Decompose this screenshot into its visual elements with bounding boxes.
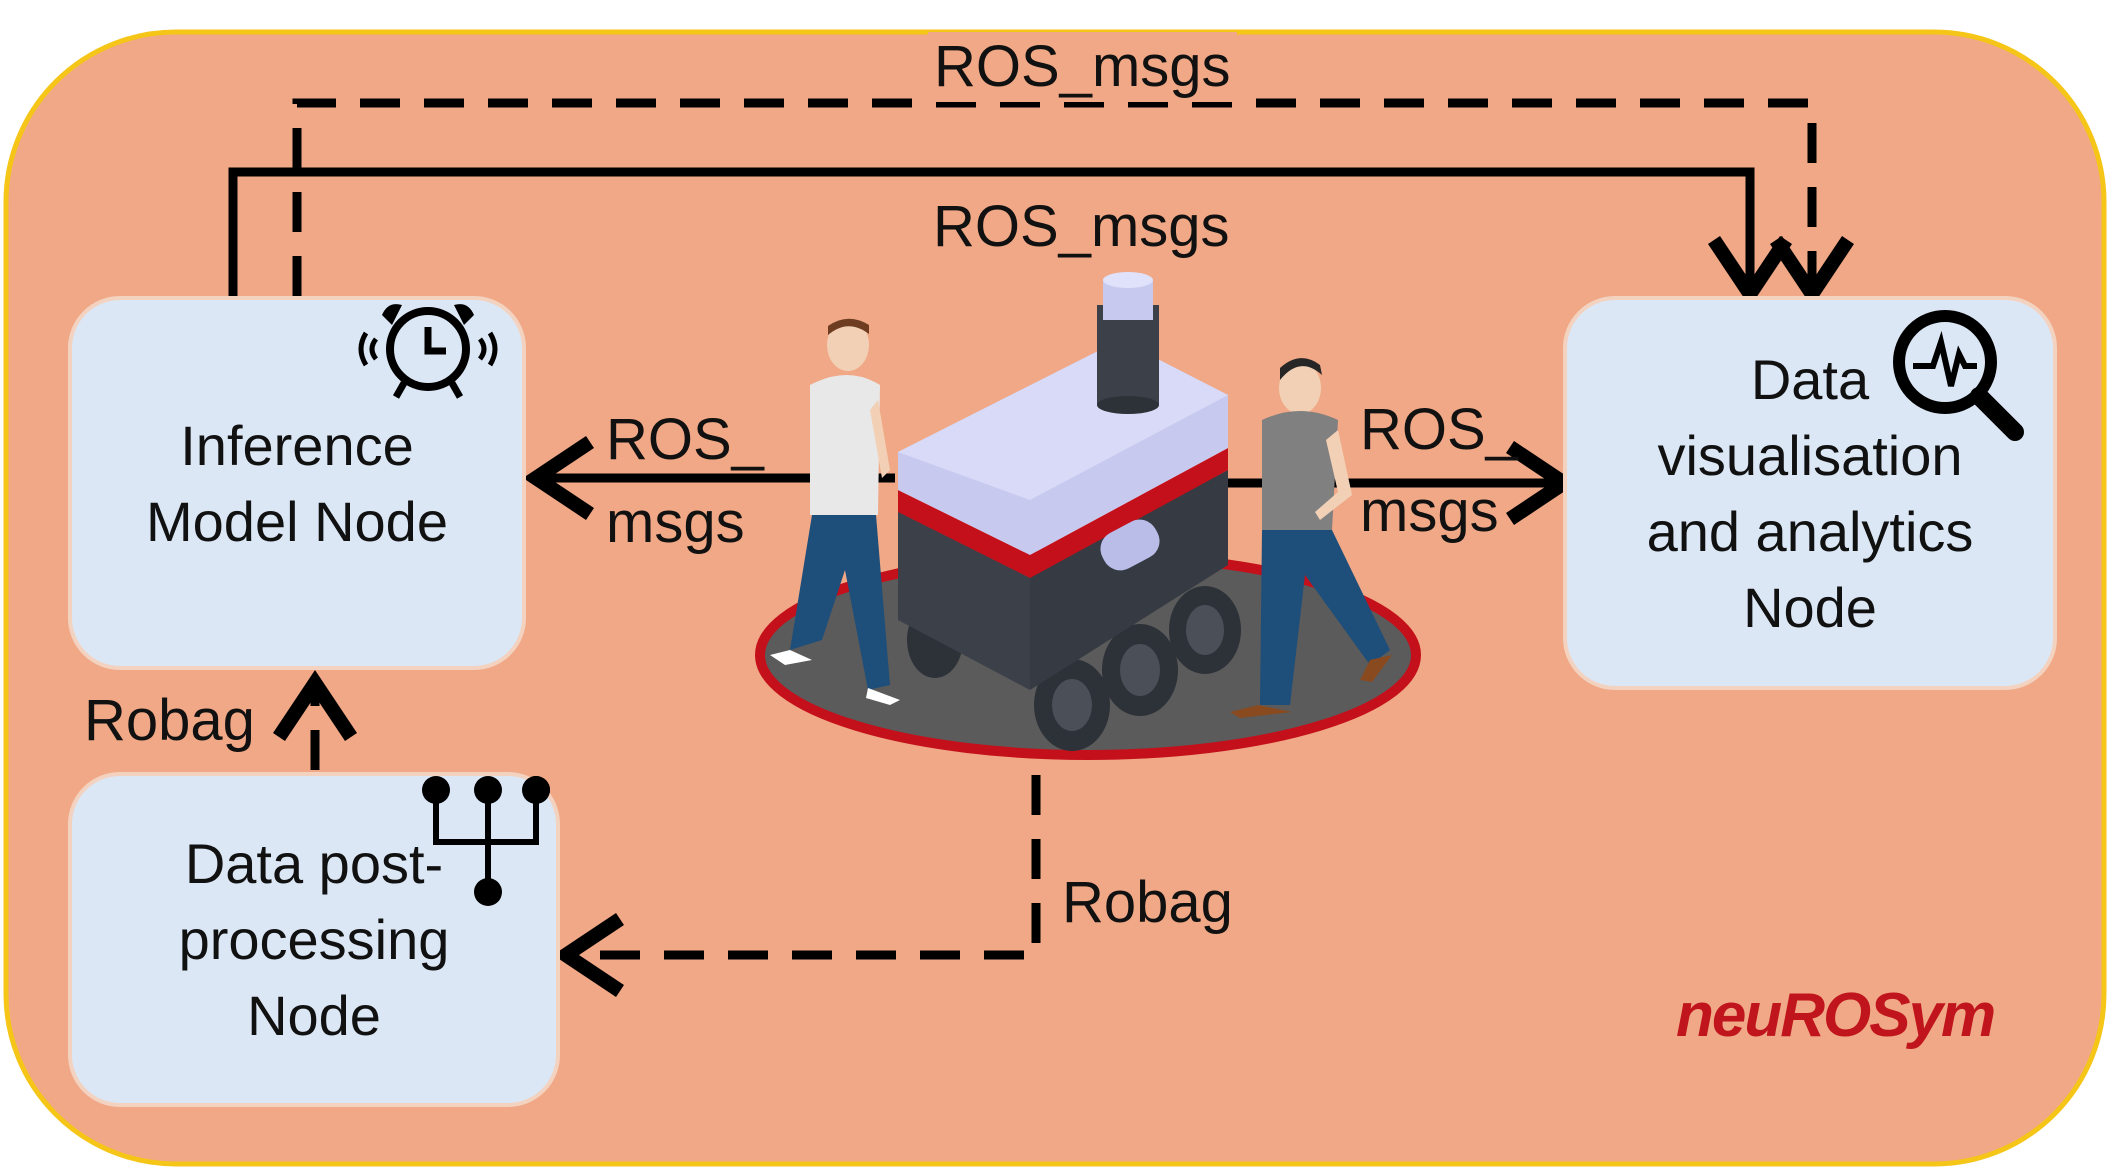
label-to-visualisation-1: ROS_	[1360, 397, 1518, 462]
visualisation-node-line1: Data	[1750, 348, 1870, 411]
visualisation-node-line4: Node	[1743, 576, 1877, 639]
neurosym-logo-text: neuROSym	[1676, 981, 1996, 1050]
postprocessing-node-label: Data post- processing Node	[68, 826, 560, 1054]
visualisation-node-line3: and analytics	[1646, 500, 1974, 563]
robot-body-side	[1030, 470, 1228, 690]
visualisation-node-label: Data visualisation and analytics Node	[1563, 342, 2057, 646]
label-to-visualisation-2: msgs	[1360, 479, 1499, 544]
label-top-solid: ROS_msgs	[933, 194, 1230, 259]
inference-node-label: Inference Model Node	[68, 408, 526, 560]
dashed-arrow-top	[292, 98, 1854, 307]
label-top-dashed: ROS_msgs	[928, 32, 1237, 102]
label-robot-to-postprocessing: Robag	[1062, 870, 1233, 935]
solid-arrow-top	[228, 167, 1792, 307]
inference-node-line1: Inference	[180, 414, 414, 477]
robot-sensor-mast	[1097, 305, 1159, 405]
robot-body-front	[898, 510, 1030, 690]
person-left	[770, 318, 900, 705]
postprocessing-node-line3: Node	[247, 984, 381, 1047]
label-to-inference-2: msgs	[606, 490, 745, 555]
robot-logo-plate	[1100, 519, 1160, 571]
visualisation-node-line2: visualisation	[1657, 424, 1963, 487]
postprocessing-node-line1: Data post-	[184, 832, 444, 895]
robot-scene-illustration	[755, 272, 1421, 760]
dashed-arrow-robot-to-postprocessing	[553, 775, 1041, 997]
postprocessing-node-line2: processing	[178, 908, 450, 971]
person-right	[1230, 358, 1392, 718]
robot-red-stripe	[898, 448, 1228, 578]
label-postprocessing-to-inference: Robag	[84, 688, 255, 753]
label-to-inference-1: ROS_	[606, 407, 764, 472]
inference-node-line2: Model Node	[146, 490, 448, 553]
